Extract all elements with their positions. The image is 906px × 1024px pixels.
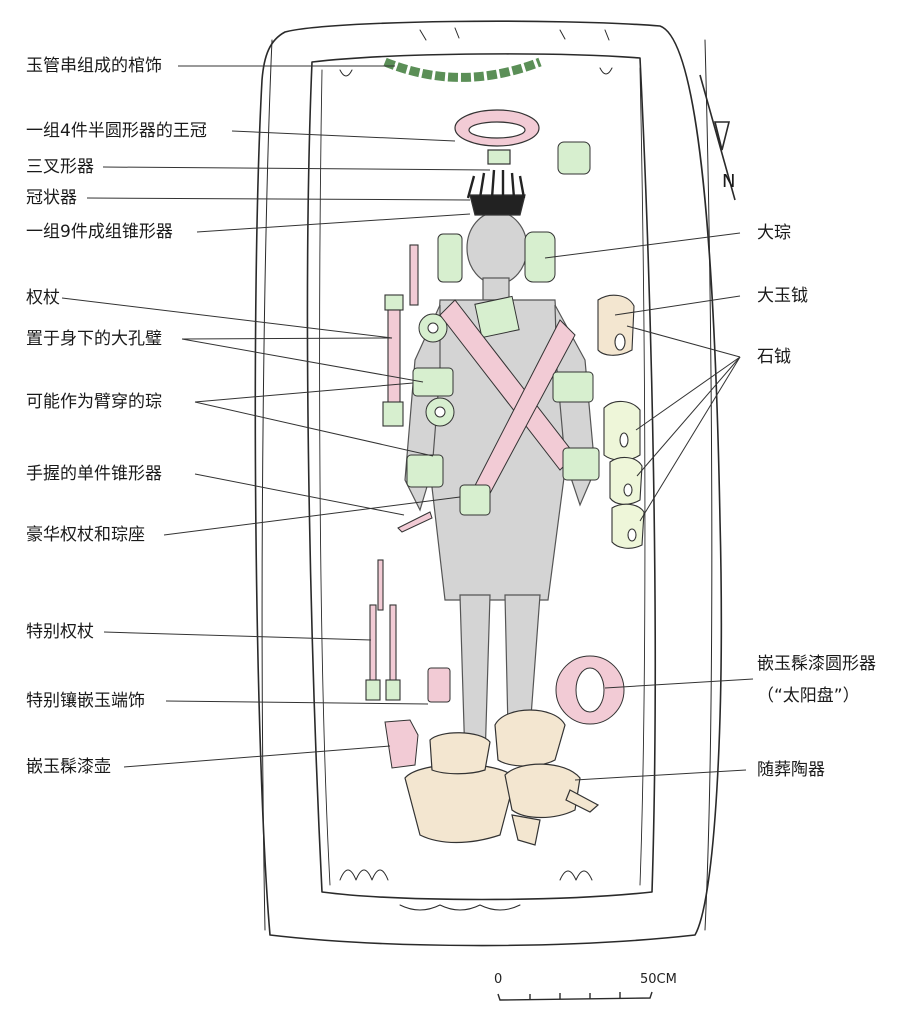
- jade-tube-chain: [383, 57, 542, 82]
- label-scepter: 权杖: [26, 288, 60, 308]
- label-lacquer-pot: 嵌玉髹漆壶: [26, 757, 111, 777]
- crown-group: [454, 109, 540, 216]
- special-inlay-shape: [427, 667, 451, 703]
- label-crown-shaped: 冠状器: [26, 188, 77, 208]
- coffin-outline: [306, 53, 657, 901]
- scepter-left: [382, 244, 419, 427]
- label-lacquer-disc: 嵌玉髹漆圆形器: [757, 654, 876, 674]
- label-cone-set-9: 一组9件成组锥形器: [26, 222, 173, 242]
- cong-top-right: [557, 141, 591, 175]
- scale-zero: 0: [494, 972, 503, 987]
- label-sun-disc: （“太阳盘”）: [757, 686, 860, 706]
- label-jade-tube-ornament: 玉管串组成的棺饰: [26, 56, 162, 76]
- label-stone-yue: 石钺: [757, 347, 791, 367]
- label-special-scepter: 特别权杖: [26, 622, 94, 642]
- arm-cong-left: [412, 367, 454, 397]
- scale-bar: [497, 991, 653, 1001]
- special-scepter-shape: [365, 559, 401, 701]
- arm-cong-right: [552, 371, 594, 403]
- lacquer-pot-shape: [384, 719, 419, 769]
- stone-yue-column: [597, 294, 645, 549]
- label-crown-4-pieces: 一组4件半圆形器的王冠: [26, 121, 207, 141]
- hand-cone-shape: [397, 511, 433, 533]
- north-label: N: [722, 171, 736, 192]
- pottery-shapes: [404, 709, 600, 846]
- label-hand-cone: 手握的单件锥形器: [26, 464, 162, 484]
- tomb-pit-outline: [254, 20, 723, 947]
- label-special-inlay: 特别镶嵌玉端饰: [26, 691, 145, 711]
- north-arrow-icon: [699, 74, 736, 201]
- chest-plaque: [474, 295, 520, 339]
- scale-end: 50CM: [640, 972, 677, 987]
- label-trident: 三叉形器: [26, 157, 94, 177]
- label-arm-cong: 可能作为臂穿的琮: [26, 392, 162, 412]
- label-luxury-scepter: 豪华权杖和琮座: [26, 525, 145, 545]
- label-big-jade-yue: 大玉钺: [757, 286, 808, 306]
- label-bi-under-body: 置于身下的大孔璧: [26, 329, 162, 349]
- label-big-cong: 大琮: [757, 223, 791, 243]
- label-pottery: 随葬陶器: [757, 760, 825, 780]
- leader-lines: [61, 65, 754, 781]
